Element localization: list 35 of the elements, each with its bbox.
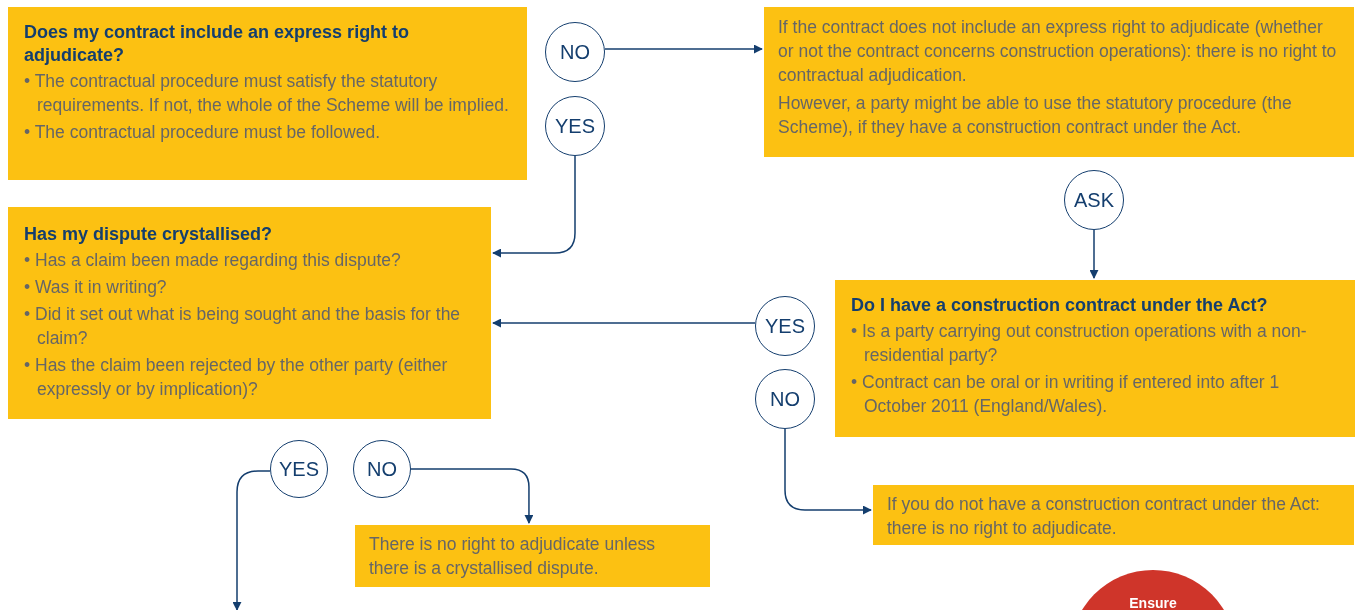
outcome-text: If the contract does not include an express right to adjudicate (whether or not the contract concerns construction operations): there is no right to contractual adjudication. [778,16,1338,87]
question-box [8,207,491,419]
bullet-point: • Did it set out what is being sought and the basis for the claim? [24,303,462,350]
arrow [492,155,576,258]
answer-circle: YES [755,296,815,356]
arrow [1089,229,1099,279]
answer-circle: YES [270,440,328,498]
answer-circle: NO [755,369,815,429]
arrow [232,470,271,610]
bullet-point: • Contract can be oral or in writing if entered into after 1 October 2011 (England/Wales). [851,371,1281,418]
arrow [410,468,534,524]
answer-circle: NO [545,22,605,82]
answer-circle: NO [353,440,411,498]
arrow [784,428,872,515]
question-heading: Do I have a construction contract under the Act? [851,294,1269,317]
bullet-point: • Has the claim been rejected by the other party (either expressly or by implication)? [24,354,449,401]
bullet-point: • Is a party carrying out construction operations with a non-residential party? [851,320,1308,367]
answer-circle: ASK [1064,170,1124,230]
outcome-box [355,525,710,587]
outcome-text: If you do not have a construction contract under the Act: there is no right to adjudicate. [887,493,1321,540]
question-box [8,7,527,180]
question-heading: Has my dispute crystallised? [24,223,274,246]
bullet-point: • Was it in writing? [24,276,168,299]
arrow [492,318,756,328]
answer-circle: YES [545,96,605,156]
outcome-text: However, a party might be able to use the statutory procedure (the Scheme), if they have a construction contract under the Act. [778,92,1293,139]
bullet-point: • Has a claim been made regarding this dispute? [24,249,402,272]
bullet-point: • The contractual procedure must satisfy the statutory requirements. If not, the whole of the Scheme will be implied. [24,70,510,117]
outcome-box [873,485,1354,545]
bullet-point: • The contractual procedure must be followed. [24,121,381,144]
question-box [835,280,1355,437]
question-heading: Does my contract include an express right to adjudicate? [24,21,411,67]
outcome-box [764,7,1354,157]
arrow [604,44,763,54]
outcome-text: There is no right to adjudicate unless there is a crystallised dispute. [369,533,656,580]
